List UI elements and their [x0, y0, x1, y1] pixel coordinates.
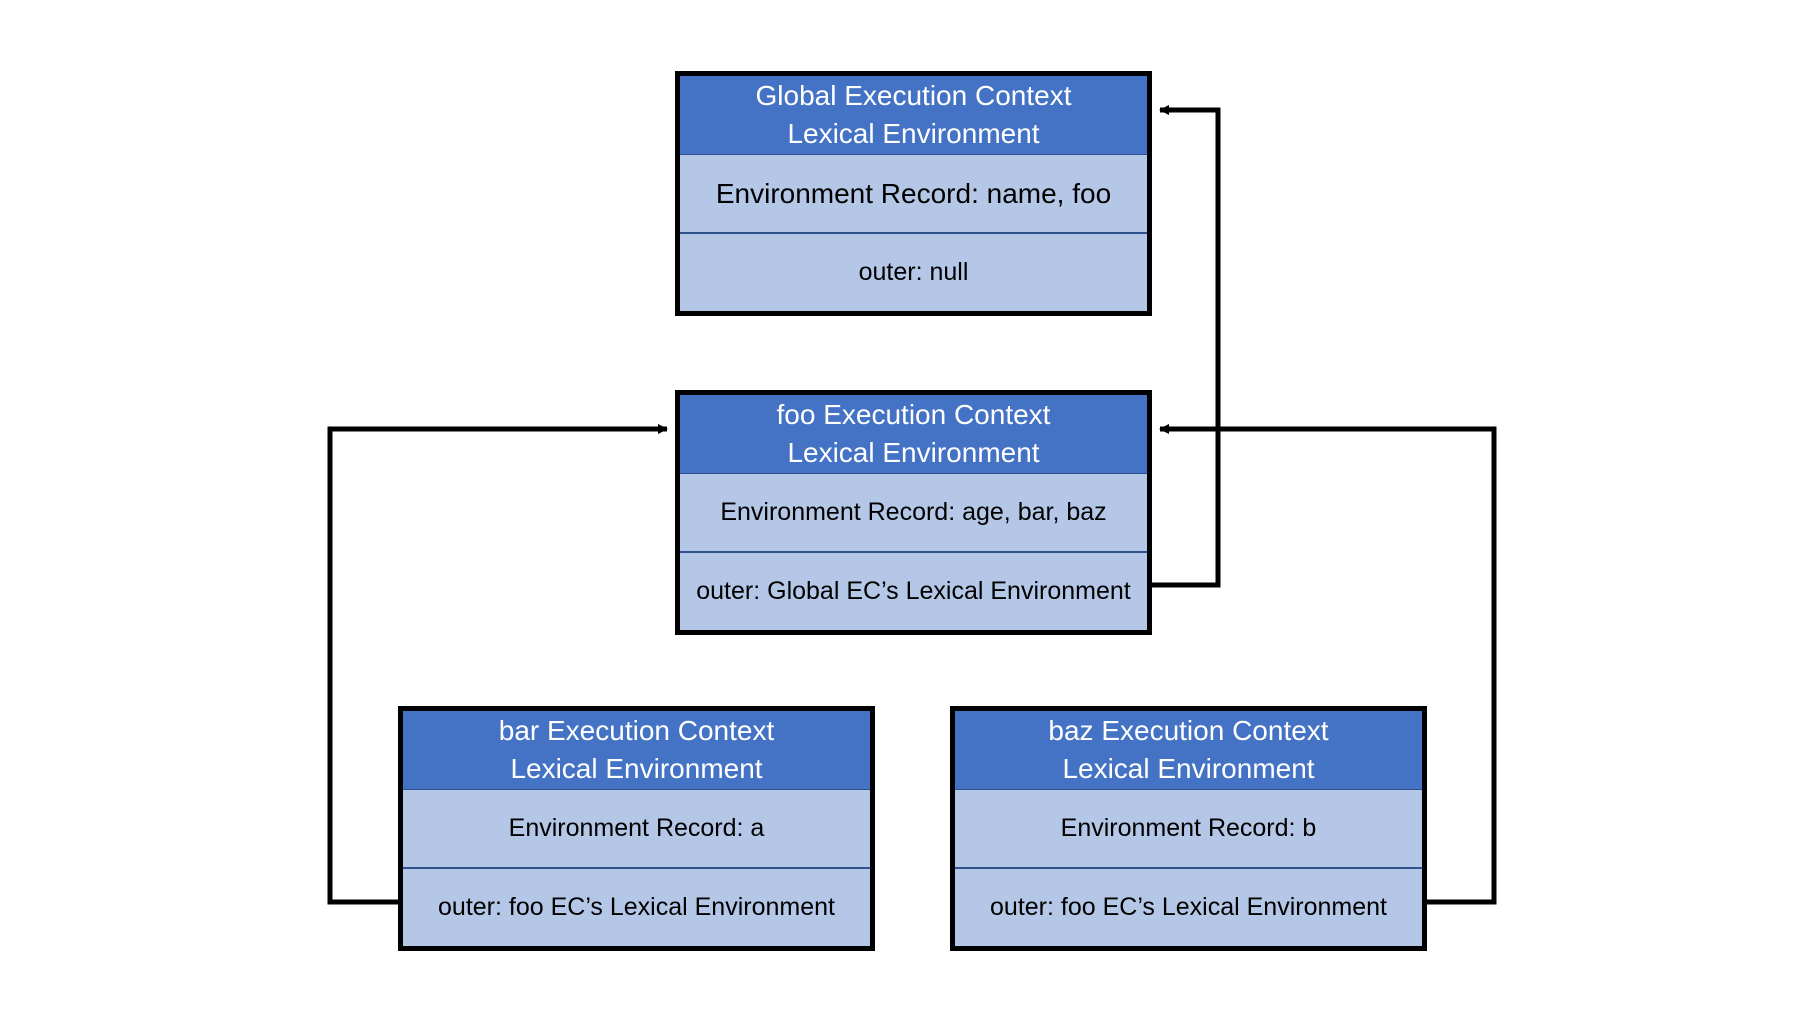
bar-lexical-environment-box: bar Execution Context Lexical Environmen…	[398, 706, 875, 951]
box-header: baz Execution Context Lexical Environmen…	[955, 711, 1422, 790]
environment-record: Environment Record: name, foo	[680, 155, 1147, 234]
outer-reference: outer: foo EC’s Lexical Environment	[990, 893, 1387, 921]
context-subtitle: Lexical Environment	[787, 118, 1040, 149]
arrow-bar-to-foo	[327, 424, 668, 905]
context-title: bar Execution Context	[498, 715, 775, 746]
arrow-foo-to-global	[1152, 105, 1221, 588]
environment-record: Environment Record: a	[403, 790, 870, 869]
outer-reference: outer: Global EC’s Lexical Environment	[696, 577, 1131, 605]
environment-record: Environment Record: b	[955, 790, 1422, 869]
box-header: bar Execution Context Lexical Environmen…	[403, 711, 870, 790]
box-header: Global Execution Context Lexical Environ…	[680, 76, 1147, 155]
box-header: foo Execution Context Lexical Environmen…	[680, 395, 1147, 474]
context-title: foo Execution Context	[776, 399, 1051, 430]
context-subtitle: Lexical Environment	[787, 437, 1040, 468]
outer-reference: outer: foo EC’s Lexical Environment	[438, 893, 835, 921]
outer-reference: outer: null	[858, 258, 969, 286]
environment-record: Environment Record: age, bar, baz	[680, 474, 1147, 553]
global-lexical-environment-box: Global Execution Context Lexical Environ…	[675, 71, 1152, 316]
context-title: baz Execution Context	[1048, 715, 1329, 746]
foo-lexical-environment-box: foo Execution Context Lexical Environmen…	[675, 390, 1152, 635]
arrow-baz-to-foo	[1159, 424, 1497, 905]
context-title: Global Execution Context	[755, 80, 1072, 111]
context-subtitle: Lexical Environment	[510, 753, 763, 784]
context-subtitle: Lexical Environment	[1062, 753, 1315, 784]
baz-lexical-environment-box: baz Execution Context Lexical Environmen…	[950, 706, 1427, 951]
